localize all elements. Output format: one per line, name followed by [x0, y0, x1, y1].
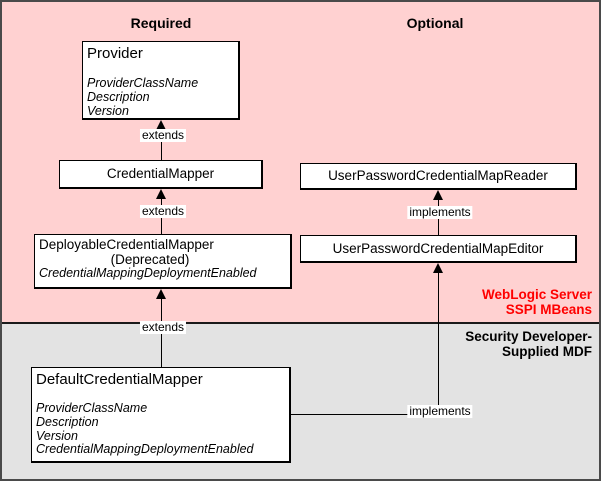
implements-edge-label: implements [407, 205, 473, 219]
extends-edge-label: extends [139, 320, 187, 334]
credential-mapper-class-title: CredentialMapper [106, 165, 215, 181]
connector-line [438, 272, 439, 415]
user-password-credential-map-editor-title: UserPasswordCredentialMapEditor [332, 240, 544, 256]
deployable-credential-mapper-class-box: DeployableCredentialMapper (Deprecated) … [34, 234, 292, 289]
deprecated-note: (Deprecated) [110, 252, 190, 267]
user-password-credential-map-editor-class-box: UserPasswordCredentialMapEditor [300, 235, 577, 263]
arrow-up-icon [433, 263, 443, 273]
default-credential-mapper-attribute: Description [36, 414, 99, 429]
default-credential-mapper-class-box: DefaultCredentialMapper ProviderClassNam… [31, 367, 291, 463]
deployable-credential-mapper-attribute: CredentialMappingDeploymentEnabled [39, 266, 257, 280]
default-credential-mapper-attribute: ProviderClassName [36, 401, 148, 415]
required-section-heading: Required [130, 15, 192, 31]
sspi-mbeans-region-label: WebLogic Server SSPI MBeans [482, 287, 592, 317]
user-password-credential-map-reader-class-box: UserPasswordCredentialMapReader [300, 163, 577, 190]
default-credential-mapper-attribute: Version [36, 428, 78, 443]
arrow-up-icon [156, 289, 166, 299]
provider-class-title: Provider [87, 45, 143, 62]
default-credential-mapper-attribute: CredentialMappingDeploymentEnabled [36, 442, 254, 457]
region-divider-line [2, 322, 599, 324]
provider-attribute: Version [87, 103, 129, 118]
arrow-up-icon [156, 120, 166, 130]
arrow-up-icon [433, 190, 443, 200]
deployable-credential-mapper-class-title: DeployableCredentialMapper [39, 237, 214, 252]
sspi-mbeans-region-label-line1: WebLogic Server [481, 287, 592, 302]
provider-attribute: ProviderClassName [87, 76, 199, 90]
arrow-up-icon [156, 189, 166, 199]
credential-mapper-class-box: CredentialMapper [59, 160, 263, 189]
mdf-region-label-line1: Security Developer- [465, 329, 592, 344]
mdf-region-label-line2: Supplied MDF [502, 344, 592, 359]
implements-edge-label: implements [407, 404, 473, 418]
default-credential-mapper-class-title: DefaultCredentialMapper [36, 371, 203, 388]
provider-class-box: Provider ProviderClassName Description V… [82, 41, 240, 120]
optional-section-heading: Optional [406, 15, 464, 31]
extends-edge-label: extends [139, 128, 187, 142]
sspi-mbeans-region-label-line2: SSPI MBeans [505, 302, 592, 317]
connector-line [291, 414, 439, 415]
user-password-credential-map-reader-title: UserPasswordCredentialMapReader [328, 167, 548, 183]
mdf-region-label: Security Developer- Supplied MDF [465, 329, 592, 359]
extends-edge-label: extends [139, 204, 187, 218]
connector-line [161, 129, 162, 160]
provider-attribute: Description [87, 89, 150, 104]
